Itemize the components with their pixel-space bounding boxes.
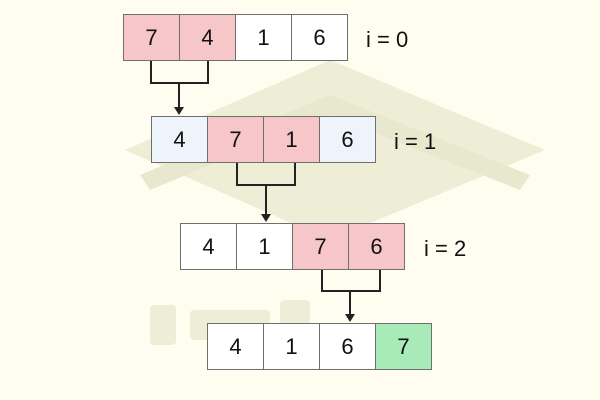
array-cell: 4 [151, 116, 208, 163]
pass-label-2: i = 2 [424, 236, 467, 261]
arrow-head-icon [345, 314, 355, 322]
pass-label-1: i = 1 [394, 129, 437, 154]
array-cell: 4 [179, 14, 236, 61]
array-cell: 1 [236, 223, 293, 270]
array-cell: 7 [375, 323, 432, 370]
array-cell: 6 [348, 223, 405, 270]
bracket-connector [321, 270, 381, 316]
array-cell: 7 [207, 116, 264, 163]
array-cell: 4 [180, 223, 237, 270]
array-cell: 1 [263, 116, 320, 163]
array-cell: 7 [292, 223, 349, 270]
arrow-head-icon [174, 107, 184, 115]
bracket-connector [150, 61, 209, 109]
array-cell: 1 [235, 14, 292, 61]
arrow-head-icon [261, 214, 271, 222]
array-cell: 6 [319, 116, 376, 163]
bracket-connector [236, 163, 296, 216]
array-cell: 6 [319, 323, 376, 370]
array-cell: 6 [291, 14, 348, 61]
array-cell: 4 [207, 323, 264, 370]
array-cell: 1 [263, 323, 320, 370]
array-cell: 7 [123, 14, 180, 61]
pass-label-0: i = 0 [366, 27, 409, 52]
